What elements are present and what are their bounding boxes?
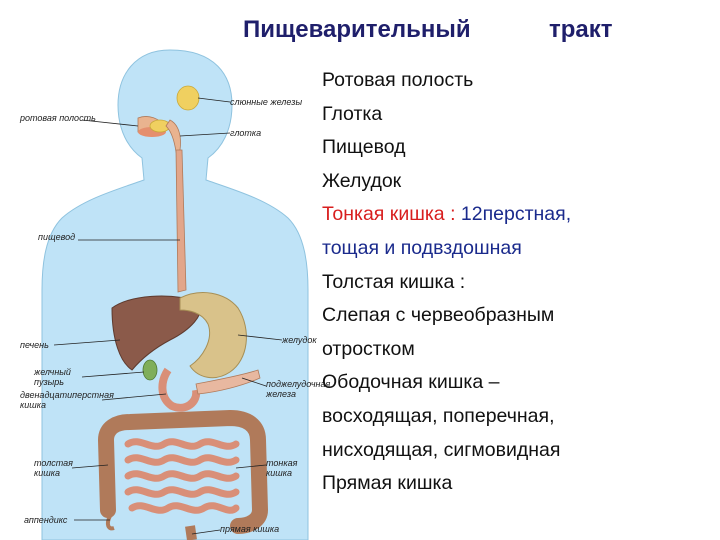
stomach-shape (179, 292, 247, 379)
label-salivary-glands: слюнные железы (230, 97, 303, 107)
label-rectum: прямая кишка (220, 524, 280, 534)
small-intestine-duodenum: 12перстная, (460, 203, 572, 226)
anatomy-drawing (41, 49, 309, 540)
list-item-large-intestine: Толстая кишка : (322, 270, 466, 293)
gallbladder-shape (142, 359, 158, 381)
label-large-intestine: толстая кишка (34, 458, 73, 478)
label-pancreas: поджелудочная железа (266, 379, 331, 399)
list-item-small-intestine-parts: тощая и подвздошная (322, 236, 522, 259)
list-item-small-intestine: Тонкая кишка : 12перстная, (322, 198, 717, 232)
label-esophagus: пищевод (38, 232, 76, 242)
list-item-rectum: Прямая кишка (322, 472, 453, 495)
label-gallbladder: желчный пузырь (34, 367, 71, 387)
small-intestine-coils (124, 438, 240, 514)
liver-shape (111, 295, 202, 371)
title-word-digestive: Пищеварительный (243, 16, 471, 43)
digestive-system-illustration: слюнные железы ротовая полость глотка пи… (20, 40, 330, 540)
pancreas-shape (195, 369, 261, 395)
label-pharynx: глотка (230, 128, 262, 138)
salivary-gland-upper (176, 85, 200, 111)
label-small-intestine: тонкая кишка (266, 458, 298, 478)
label-stomach: желудок (282, 335, 317, 345)
list-item-colon-parts-1: восходящая, поперечная, (322, 404, 555, 427)
list-item-colon: Ободочная кишка – (322, 371, 500, 394)
organ-list: Ротовая полость Глотка Пищевод Желудок Т… (322, 64, 717, 501)
rectum-shape (185, 525, 197, 540)
colon-shape (97, 409, 269, 534)
list-item-colon-parts-2: нисходящая, сигмовидная (322, 438, 561, 461)
list-item-esophagus: Пищевод (322, 136, 406, 159)
list-item-cecum-cont: отростком (322, 337, 415, 360)
appendix-shape (105, 515, 115, 531)
esophagus-tube (175, 149, 187, 293)
label-duodenum: двенадцатиперстная кишка (20, 390, 114, 410)
label-liver: печень (20, 340, 49, 350)
title-word-tract: тракт (549, 16, 613, 43)
list-item-pharynx: Глотка (322, 102, 383, 125)
leader-lines (53, 97, 283, 535)
label-appendix: аппендикс (24, 515, 68, 525)
label-oral-cavity: ротовая полость (20, 113, 96, 123)
list-item-cecum: Слепая с червеобразным (322, 304, 555, 327)
page-title: Пищеварительный тракт (0, 10, 720, 50)
list-item-stomach: Желудок (322, 169, 402, 192)
duodenum-shape (158, 367, 201, 412)
list-item-oral-cavity: Ротовая полость (322, 69, 474, 91)
small-intestine-term: Тонкая кишка : (322, 203, 461, 226)
